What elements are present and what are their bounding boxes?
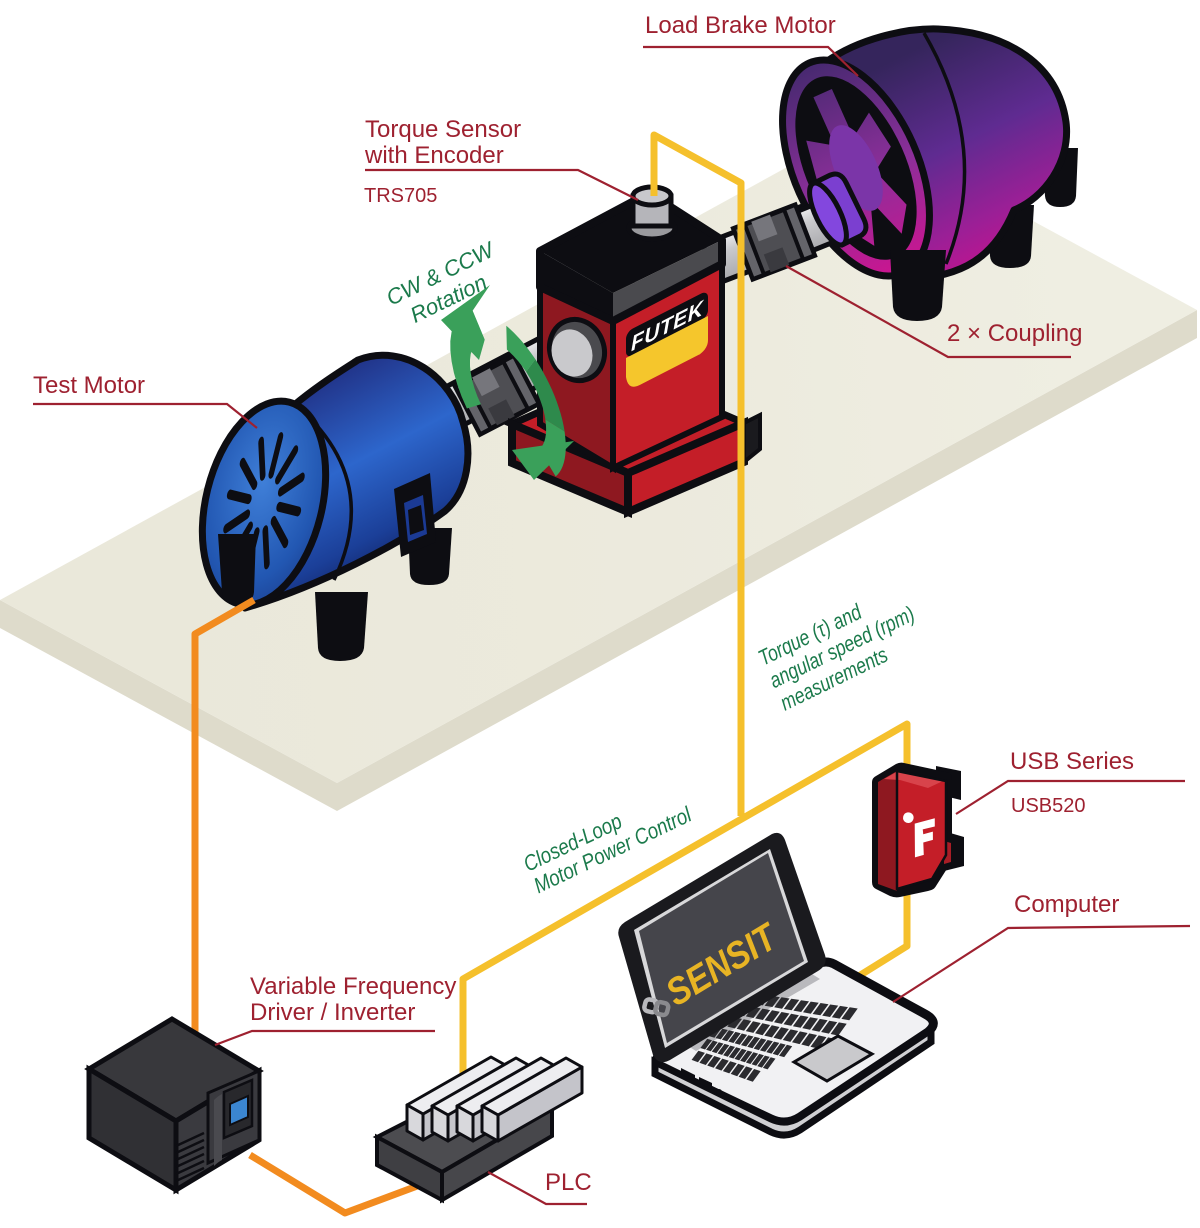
svg-text:2 × Coupling: 2 × Coupling bbox=[947, 320, 1082, 347]
svg-text:Test Motor: Test Motor bbox=[33, 372, 145, 399]
svg-text:USB Series: USB Series bbox=[1010, 748, 1134, 775]
svg-text:Load Brake Motor: Load Brake Motor bbox=[645, 12, 836, 39]
svg-text:TRS705: TRS705 bbox=[364, 185, 437, 207]
svg-text:Driver / Inverter: Driver / Inverter bbox=[250, 999, 415, 1026]
svg-text:PLC: PLC bbox=[545, 1169, 592, 1196]
svg-text:with Encoder: with Encoder bbox=[364, 142, 504, 169]
svg-text:Computer: Computer bbox=[1014, 891, 1119, 918]
svg-text:Torque Sensor: Torque Sensor bbox=[365, 116, 521, 143]
svg-text:USB520: USB520 bbox=[1011, 795, 1086, 817]
svg-text:Variable Frequency: Variable Frequency bbox=[250, 973, 456, 1000]
